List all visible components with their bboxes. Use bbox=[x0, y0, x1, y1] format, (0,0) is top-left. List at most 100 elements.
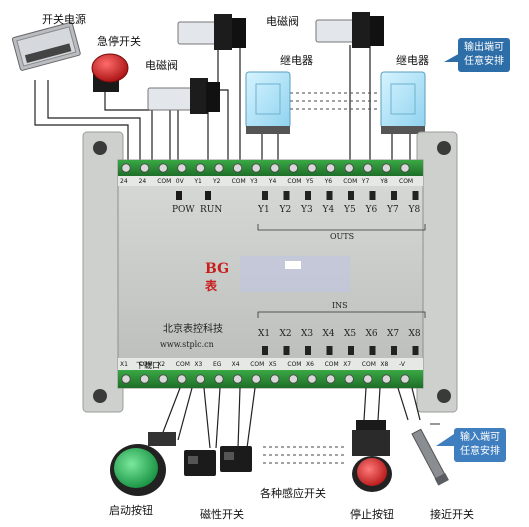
input-label: X4 bbox=[322, 329, 335, 339]
terminal-screw bbox=[344, 163, 354, 173]
top-terminal-label: Y2 bbox=[213, 178, 221, 185]
terminal-screw bbox=[400, 163, 410, 173]
wires-top bbox=[34, 45, 411, 163]
bottom-terminal-label: COM bbox=[324, 361, 339, 368]
solenoid-valve-b-label: 电磁阀 bbox=[145, 59, 178, 72]
bottom-terminal-label: -V bbox=[399, 361, 405, 368]
start-button-icon bbox=[110, 432, 176, 496]
terminal-screw bbox=[344, 374, 354, 384]
bottom-terminal-label: X6 bbox=[306, 361, 314, 368]
top-terminal-label: 24 bbox=[120, 178, 128, 185]
solenoid-valve-c-icon bbox=[315, 12, 384, 48]
estop-icon bbox=[91, 53, 129, 92]
input-label: X6 bbox=[365, 329, 378, 339]
output-label: Y5 bbox=[344, 205, 356, 215]
terminal-screw bbox=[363, 374, 373, 384]
company-website: www.stplc.cn bbox=[160, 340, 214, 349]
input-callout: 输入端可 任意安排 bbox=[454, 428, 506, 462]
top-terminal-label: Y8 bbox=[380, 178, 388, 185]
plc-housing bbox=[82, 131, 458, 413]
input-label: X1 bbox=[258, 329, 271, 339]
top-terminal-label: Y6 bbox=[324, 178, 333, 185]
solenoid-valve-a-label: 电磁阀 bbox=[266, 15, 299, 28]
top-terminal-label: COM bbox=[343, 178, 358, 185]
terminal-screw bbox=[270, 374, 280, 384]
terminal-screw bbox=[121, 374, 131, 384]
sensor-switch-label: 各种感应开关 bbox=[260, 487, 326, 500]
company-name: 北京表控科技 bbox=[163, 324, 223, 335]
bottom-terminal-label: X5 bbox=[268, 361, 277, 368]
terminal-screw bbox=[177, 374, 187, 384]
solenoid-valve-a-icon bbox=[177, 14, 246, 50]
top-terminal-label: Y5 bbox=[306, 178, 314, 185]
relay-b-label: 继电器 bbox=[396, 54, 429, 67]
proximity-switch-label: 接近开关 bbox=[430, 508, 474, 521]
bottom-terminal-label: COM bbox=[138, 361, 153, 368]
terminal-screw bbox=[288, 163, 298, 173]
bottom-terminal-label: COM bbox=[250, 361, 265, 368]
terminal-screw bbox=[381, 163, 391, 173]
bottom-terminal-label: X4 bbox=[231, 361, 240, 368]
terminal-screw bbox=[325, 374, 336, 384]
input-label: X2 bbox=[279, 329, 292, 339]
input-callout-line2: 任意安排 bbox=[460, 446, 500, 457]
input-label: X7 bbox=[387, 329, 400, 339]
top-terminal-label: 0V bbox=[175, 178, 184, 185]
terminal-screw bbox=[233, 163, 243, 173]
terminal-screw bbox=[251, 374, 261, 384]
terminal-screw bbox=[325, 163, 336, 173]
terminal-screw bbox=[214, 374, 224, 384]
status-leds bbox=[176, 191, 211, 200]
input-label: X8 bbox=[408, 329, 421, 339]
output-led bbox=[348, 191, 354, 200]
top-terminal-label: Y1 bbox=[194, 178, 202, 185]
magnetic-switch-label: 磁性开关 bbox=[200, 508, 244, 521]
bottom-terminal-label: X8 bbox=[380, 361, 389, 368]
terminal-screw bbox=[233, 374, 243, 384]
output-led bbox=[262, 191, 268, 200]
terminal-screw bbox=[140, 163, 150, 173]
brand-code: BG bbox=[205, 261, 230, 277]
terminal-screw bbox=[288, 374, 298, 384]
top-terminal-label: COM bbox=[287, 178, 302, 185]
terminal-screw bbox=[195, 163, 205, 173]
bottom-terminal-label: COM bbox=[175, 361, 190, 368]
terminal-screw bbox=[140, 374, 150, 384]
terminal-screw bbox=[177, 163, 187, 173]
relay-a-label: 继电器 bbox=[280, 54, 313, 67]
terminal-screw bbox=[158, 163, 168, 173]
bottom-terminal-screws bbox=[121, 374, 410, 384]
output-callout: 输出端可 任意安排 bbox=[458, 38, 510, 72]
input-led bbox=[326, 346, 333, 355]
output-led bbox=[391, 191, 397, 200]
input-led bbox=[262, 346, 268, 355]
ins-label: INS bbox=[332, 301, 348, 310]
relay-b-icon bbox=[380, 71, 426, 134]
bottom-terminal-label: COM bbox=[287, 361, 302, 368]
terminal-screw bbox=[363, 163, 373, 173]
start-button-label: 启动按钮 bbox=[109, 504, 153, 517]
stop-button-label: 停止按钮 bbox=[350, 508, 394, 521]
bottom-terminal-label: X3 bbox=[194, 361, 203, 368]
output-callout-line2: 任意安排 bbox=[464, 56, 504, 67]
top-terminal-label: 24 bbox=[138, 178, 147, 185]
dashed-separators bbox=[263, 92, 378, 464]
output-led bbox=[283, 191, 290, 200]
power-supply-icon bbox=[11, 21, 81, 71]
output-label: Y7 bbox=[387, 205, 399, 215]
top-terminal-label: Y3 bbox=[250, 178, 258, 185]
terminal-screw bbox=[307, 374, 317, 384]
input-callout-line1: 输入端可 bbox=[460, 432, 500, 443]
output-label: Y6 bbox=[365, 205, 378, 215]
stop-button-icon bbox=[352, 420, 392, 492]
output-led bbox=[305, 191, 311, 200]
pow-indicator-label: POW bbox=[172, 205, 195, 215]
download-port-label: 下载口 bbox=[136, 361, 160, 370]
output-label: Y8 bbox=[408, 205, 421, 215]
output-label: Y2 bbox=[279, 205, 292, 215]
solenoid-valve-b-icon bbox=[147, 78, 220, 114]
input-led bbox=[283, 346, 290, 355]
top-terminal-label: Y7 bbox=[361, 178, 370, 185]
